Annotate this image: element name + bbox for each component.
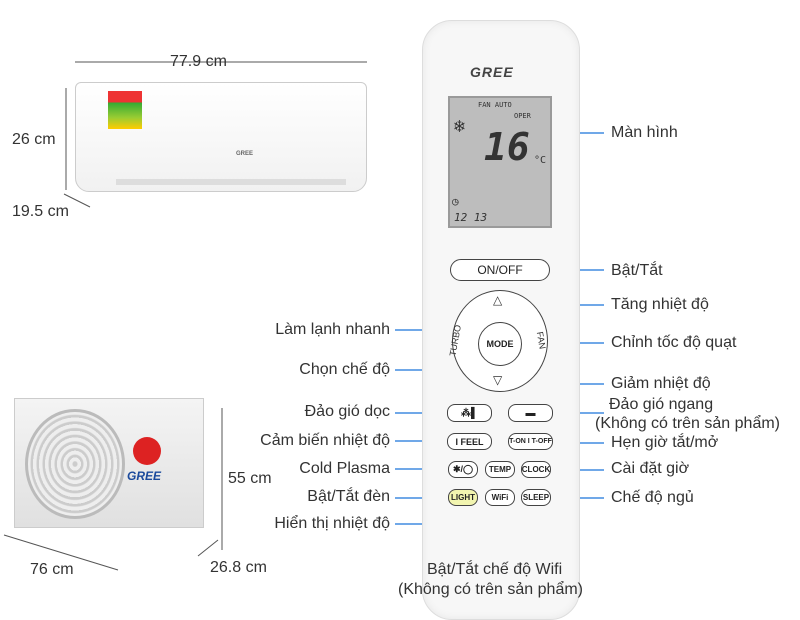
outdoor-height-label: 55 cm [228, 470, 272, 487]
ifeel-button[interactable]: I FEEL [447, 433, 492, 450]
lcd-oper: OPER [514, 112, 531, 120]
outdoor-unit: GREE [14, 398, 204, 528]
label-wifi: Bật/Tắt chế độ Wifi [427, 561, 563, 578]
clock-icon: ◷ [452, 195, 459, 208]
clock-button[interactable]: CLOCK [521, 461, 551, 478]
lcd-fan: FAN AUTO [478, 101, 512, 109]
outdoor-logo-icon [133, 437, 161, 465]
temp-down-button[interactable]: ▽ [493, 373, 503, 387]
sleep-button[interactable]: SLEEP [521, 489, 551, 506]
label-temp-up: Tăng nhiệt độ [611, 296, 709, 313]
fan-button[interactable]: FAN [534, 330, 548, 350]
temp-up-button[interactable]: △ [493, 293, 503, 307]
label-wifi-note: (Không có trên sản phẩm) [398, 581, 583, 598]
onoff-button[interactable]: ON/OFF [450, 259, 550, 281]
label-timer: Hẹn giờ tắt/mở [611, 434, 719, 451]
swing-vertical-button[interactable]: ⁂▌ [447, 404, 492, 422]
mode-button[interactable]: MODE [478, 322, 522, 366]
label-temp-down: Giảm nhiệt độ [611, 375, 711, 392]
label-plasma: Cold Plasma [299, 460, 390, 477]
label-temp-display: Hiển thị nhiệt độ [274, 515, 390, 532]
indoor-logo: GREE [236, 151, 254, 157]
indoor-height-label: 26 cm [12, 131, 56, 148]
indoor-depth-label: 19.5 cm [12, 203, 69, 220]
label-clock: Cài đặt giờ [611, 460, 690, 477]
remote-logo: GREE [470, 64, 514, 80]
dim-line-outdoor-depth [197, 539, 219, 557]
lcd-screen: ❄ FAN AUTO OPER 16 °C ◷ 12 13 [448, 96, 552, 228]
label-fan-speed: Chỉnh tốc độ quạt [611, 334, 737, 351]
fan-grille [25, 409, 125, 519]
label-onoff: Bật/Tắt [611, 262, 663, 279]
snowflake-icon: ❄ [454, 116, 465, 137]
light-button[interactable]: LIGHT [448, 489, 478, 506]
label-swing-horizontal-note: (Không có trên sản phẩm) [595, 415, 780, 432]
timer-button[interactable]: T-ON I T-OFF [508, 433, 553, 450]
lcd-unit: °C [534, 155, 547, 166]
label-swing-horizontal: Đảo gió ngang [609, 396, 714, 413]
outdoor-logo: GREE [127, 469, 162, 483]
lcd-time: 12 13 [454, 211, 488, 224]
indoor-width-label: 77.9 cm [170, 53, 227, 70]
indoor-unit: GREE [75, 82, 367, 192]
wifi-button[interactable]: WiFi [485, 489, 515, 506]
outdoor-depth-label: 26.8 cm [210, 559, 267, 576]
dim-line-depth [63, 193, 91, 208]
label-sleep: Chế độ ngủ [611, 489, 694, 506]
label-light: Bật/Tắt đèn [307, 488, 390, 505]
lcd-temp: 16 [484, 125, 530, 169]
dim-line-outdoor-width [3, 534, 119, 571]
temp-button[interactable]: TEMP [485, 461, 515, 478]
energy-label [108, 91, 142, 129]
label-mode: Chọn chế độ [299, 361, 390, 378]
outdoor-width-label: 76 cm [30, 561, 74, 578]
label-ifeel: Cảm biến nhiệt độ [260, 432, 390, 449]
label-screen: Màn hình [611, 124, 678, 141]
plasma-button[interactable]: ✱/◯ [448, 461, 478, 478]
indoor-vent [116, 179, 346, 185]
swing-horizontal-button[interactable]: ▬ [508, 404, 553, 422]
label-turbo: Làm lạnh nhanh [275, 321, 390, 338]
label-swing-vertical: Đảo gió dọc [304, 403, 390, 420]
